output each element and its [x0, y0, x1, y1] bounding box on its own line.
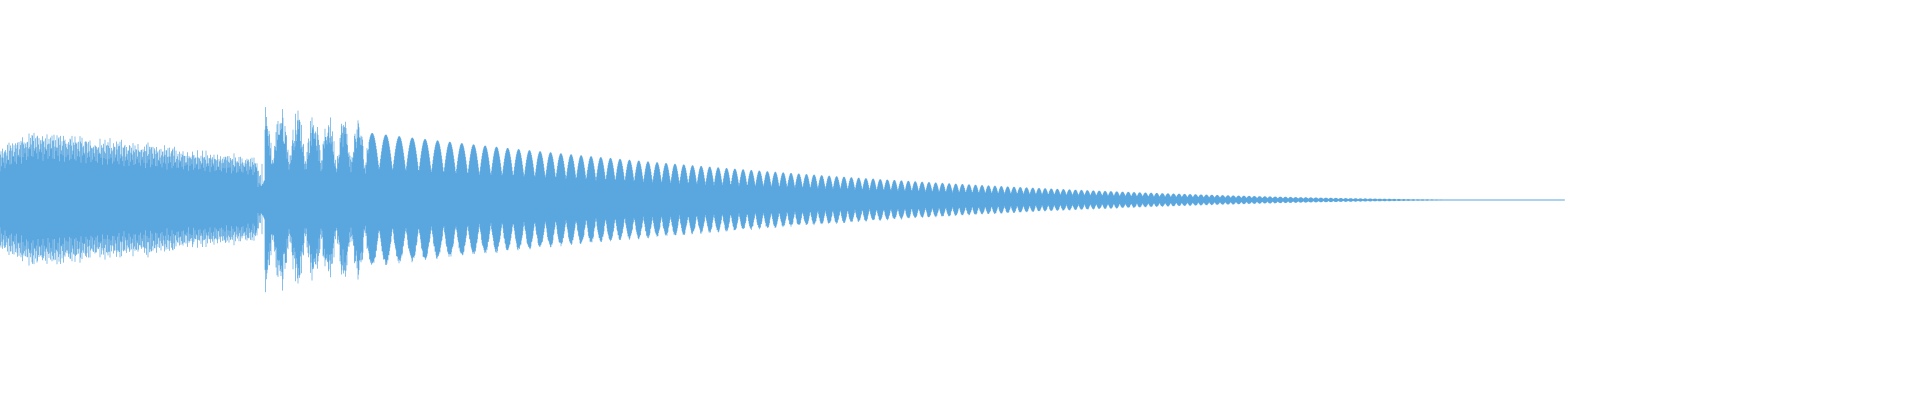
waveform-trace — [0, 107, 1565, 293]
